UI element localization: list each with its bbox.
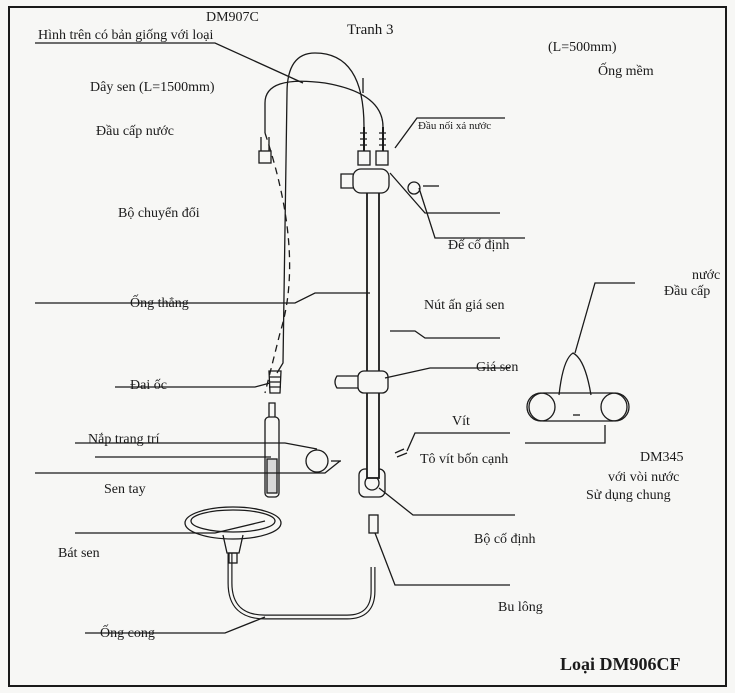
base-fixing [407,181,421,195]
bolt [368,514,379,534]
figure-label: Tranh 3 [347,22,394,38]
label-holder-button: Nút ấn giá sen [424,298,505,313]
label-shower-holder: Giá sen [476,360,519,375]
label-shower-head: Bát sen [58,546,100,561]
label-screwdriver: Tô vít bốn cạnh [420,452,509,467]
label-common-use-2: với vòi nước [608,470,680,485]
diagram-frame [8,6,727,687]
label-decorative-cap: Nắp trang trí [88,432,160,447]
screwdriver-screw [394,448,408,458]
label-flexible-hose: Ống mềm [598,64,654,79]
label-bolt: Bu lông [498,600,543,615]
hose-nut [268,370,282,394]
label-flexible-hose-length: (L=500mm) [548,40,617,55]
label-hand-shower: Sen tay [104,482,146,497]
label-drain-connector: Đầu nối xả nước [418,120,492,132]
shower-holder [334,370,389,394]
label-water-inlet-right-2: nước [692,268,721,283]
note-line-1: Hình trên có bản giống với loại [38,28,214,43]
label-diverter: Bộ chuyển đổi [118,206,200,221]
label-straight-pipe: Ống thẳng [130,296,189,311]
label-common-use-3: DM345 [640,450,684,465]
label-common-use-1: Sử dụng chung [586,488,671,503]
label-fixing-set: Bộ cố định [474,532,536,547]
label-water-inlet-top: Đầu cấp nước [96,124,174,139]
figure-title: Loại DM906CF [560,654,681,674]
label-nut: Đai ốc [130,378,167,393]
hose-end-right [258,137,272,164]
note-line-2: DM907C [206,10,259,25]
label-curved-pipe: Ống cong [100,626,155,641]
shower-hose [276,52,365,374]
mixer-faucet [526,352,630,422]
diverter [340,168,390,194]
label-screw: Vít [452,414,470,429]
label-base-fixing: Đế cố định [448,238,510,253]
outlet-connectors [357,127,389,166]
flexible-hose [264,80,384,133]
decorative-cap [305,449,329,473]
shower-head [184,506,282,564]
label-water-inlet-right-1: Đầu cấp [664,284,711,299]
label-shower-hose: Dây sen (L=1500mm) [90,80,215,95]
